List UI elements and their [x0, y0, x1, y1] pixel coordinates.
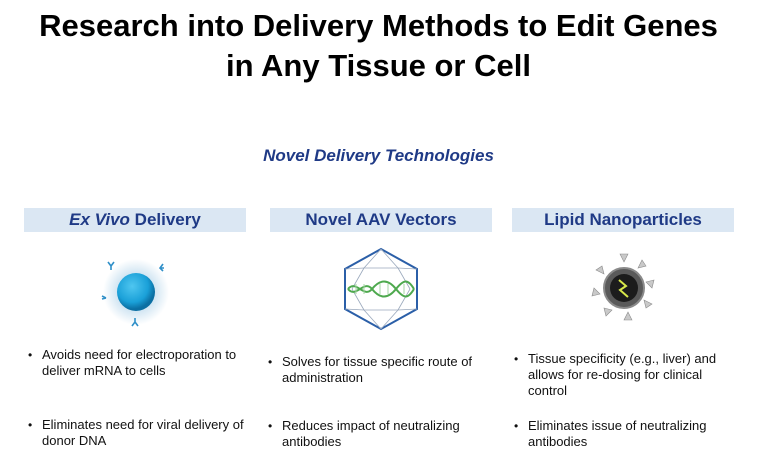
bullet-item: Eliminates need for viral delivery of do…: [26, 417, 256, 449]
column-heading-aav: Novel AAV Vectors: [270, 208, 492, 232]
column-heading-rest: Delivery: [129, 210, 201, 229]
section-subtitle: Novel Delivery Technologies: [263, 146, 494, 165]
bullet-item: Tissue specificity (e.g., liver) and all…: [512, 351, 722, 399]
title-line-2: in Any Tissue or Cell: [226, 48, 531, 83]
bullet-item: Solves for tissue specific route of admi…: [266, 354, 476, 386]
lipid-nanoparticle-icon: [588, 252, 660, 329]
cell-icon: [96, 250, 176, 335]
page-title: Research into Delivery Methods to Edit G…: [0, 6, 757, 86]
bullet-item: Avoids need for electroporation to deliv…: [26, 347, 256, 379]
bullet-item: Reduces impact of neutralizing antibodie…: [266, 418, 476, 450]
column-heading-italic: Ex Vivo: [69, 210, 130, 229]
column-heading-ex-vivo: Ex Vivo Delivery: [24, 208, 246, 232]
title-line-1: Research into Delivery Methods to Edit G…: [39, 8, 718, 43]
bullet-item: Eliminates issue of neutralizing antibod…: [512, 418, 722, 450]
column-heading-lnp: Lipid Nanoparticles: [512, 208, 734, 232]
aav-capsid-icon: [338, 246, 424, 337]
